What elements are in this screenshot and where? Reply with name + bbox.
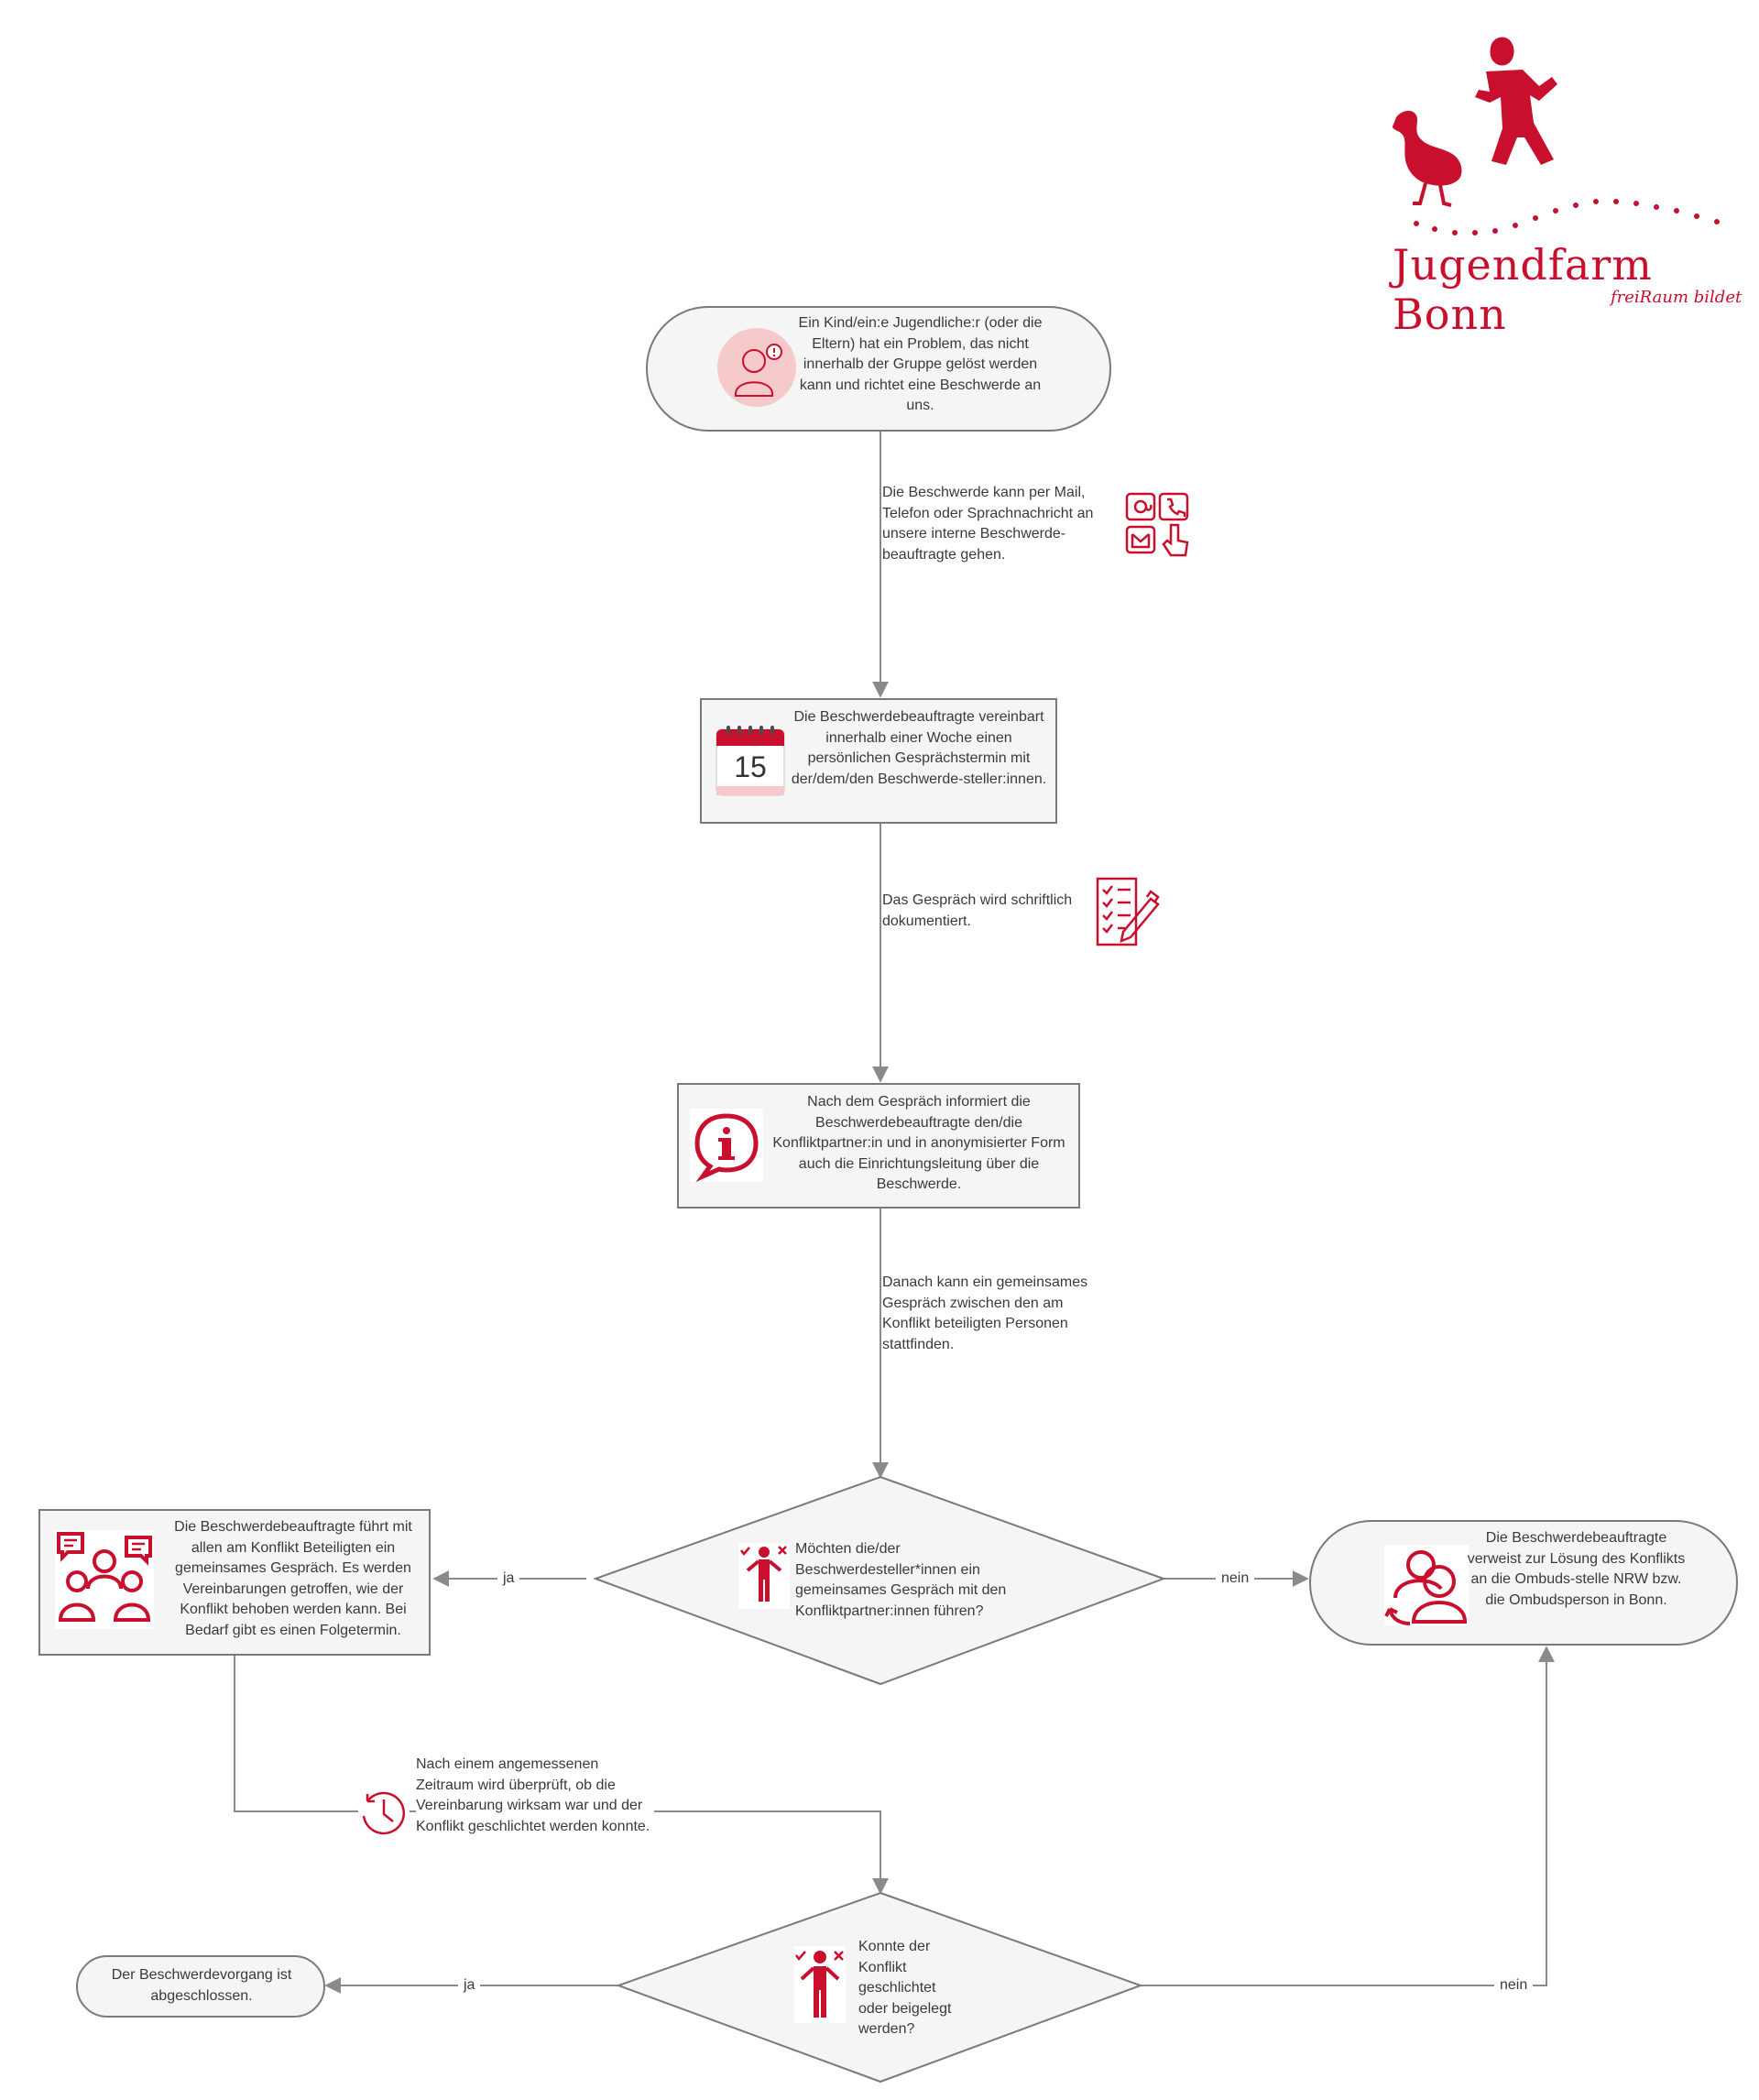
node-decision1 bbox=[593, 1475, 1166, 1686]
decision2-no-label: nein bbox=[1494, 1976, 1534, 1995]
logo-tagline: freiRaum bildet bbox=[1611, 288, 1743, 307]
node-decision2 bbox=[616, 1891, 1143, 2084]
jugendfarm-logo bbox=[1393, 37, 1720, 235]
dotted-arc bbox=[1414, 199, 1720, 235]
person-exclamation-icon bbox=[717, 328, 796, 407]
edge-decision2-no bbox=[1141, 1646, 1555, 1986]
node-ombuds-text: Die Beschwerdebeauftragte verweist zur L… bbox=[1467, 1530, 1686, 1608]
child-illustration bbox=[1475, 37, 1557, 165]
edge-e1-text: Die Beschwerde kann per Mail, Telefon od… bbox=[882, 483, 1116, 565]
decision1-text: Möchten die/der Beschwerdesteller*innen … bbox=[795, 1541, 1007, 1619]
logo-name: Jugendfarm Bonn bbox=[1393, 240, 1653, 339]
clock-icon bbox=[358, 1787, 410, 1838]
node-end bbox=[76, 1955, 325, 2018]
edge-e2-text: Das Gespräch wird schriftlich dokumentie… bbox=[882, 891, 1093, 932]
group-chat-icon bbox=[55, 1530, 154, 1629]
edge-e3-text: Danach kann ein gemeinsames Gespräch zwi… bbox=[882, 1273, 1111, 1355]
decision-person-icon bbox=[738, 1543, 790, 1609]
users-refer-icon bbox=[1384, 1545, 1469, 1625]
node-inform-text: Nach dem Gespräch informiert die Beschwe… bbox=[772, 1094, 1065, 1192]
decision1-no-label: nein bbox=[1216, 1570, 1255, 1588]
decision-person-icon bbox=[794, 1946, 846, 2023]
calendar-day: 15 bbox=[734, 750, 767, 783]
contact-channels-icon bbox=[1125, 492, 1189, 557]
decision2-text: Konnte der Konflikt geschlichtet oder be… bbox=[858, 1939, 952, 2037]
node-joint-talk-text: Die Beschwerdebeauftragte führt mit alle… bbox=[174, 1519, 412, 1638]
goose-illustration bbox=[1393, 110, 1462, 207]
info-bubble-icon bbox=[690, 1109, 763, 1183]
decision1-yes-label: ja bbox=[497, 1570, 520, 1588]
decision2-yes-label: ja bbox=[458, 1976, 481, 1995]
node-appointment-text: Die Beschwerdebeauftragte vereinbart inn… bbox=[791, 709, 1047, 787]
calendar-icon: 15 bbox=[716, 726, 785, 796]
edge-e4-text: Nach einem angemessenen Zeitraum wird üb… bbox=[416, 1755, 654, 1837]
node-start-text: Ein Kind/ein:e Jugendliche:r (oder die E… bbox=[798, 315, 1043, 413]
node-end-text: Der Beschwerdevorgang ist abgeschlossen. bbox=[111, 1967, 292, 2004]
document-pen-icon bbox=[1096, 877, 1160, 946]
